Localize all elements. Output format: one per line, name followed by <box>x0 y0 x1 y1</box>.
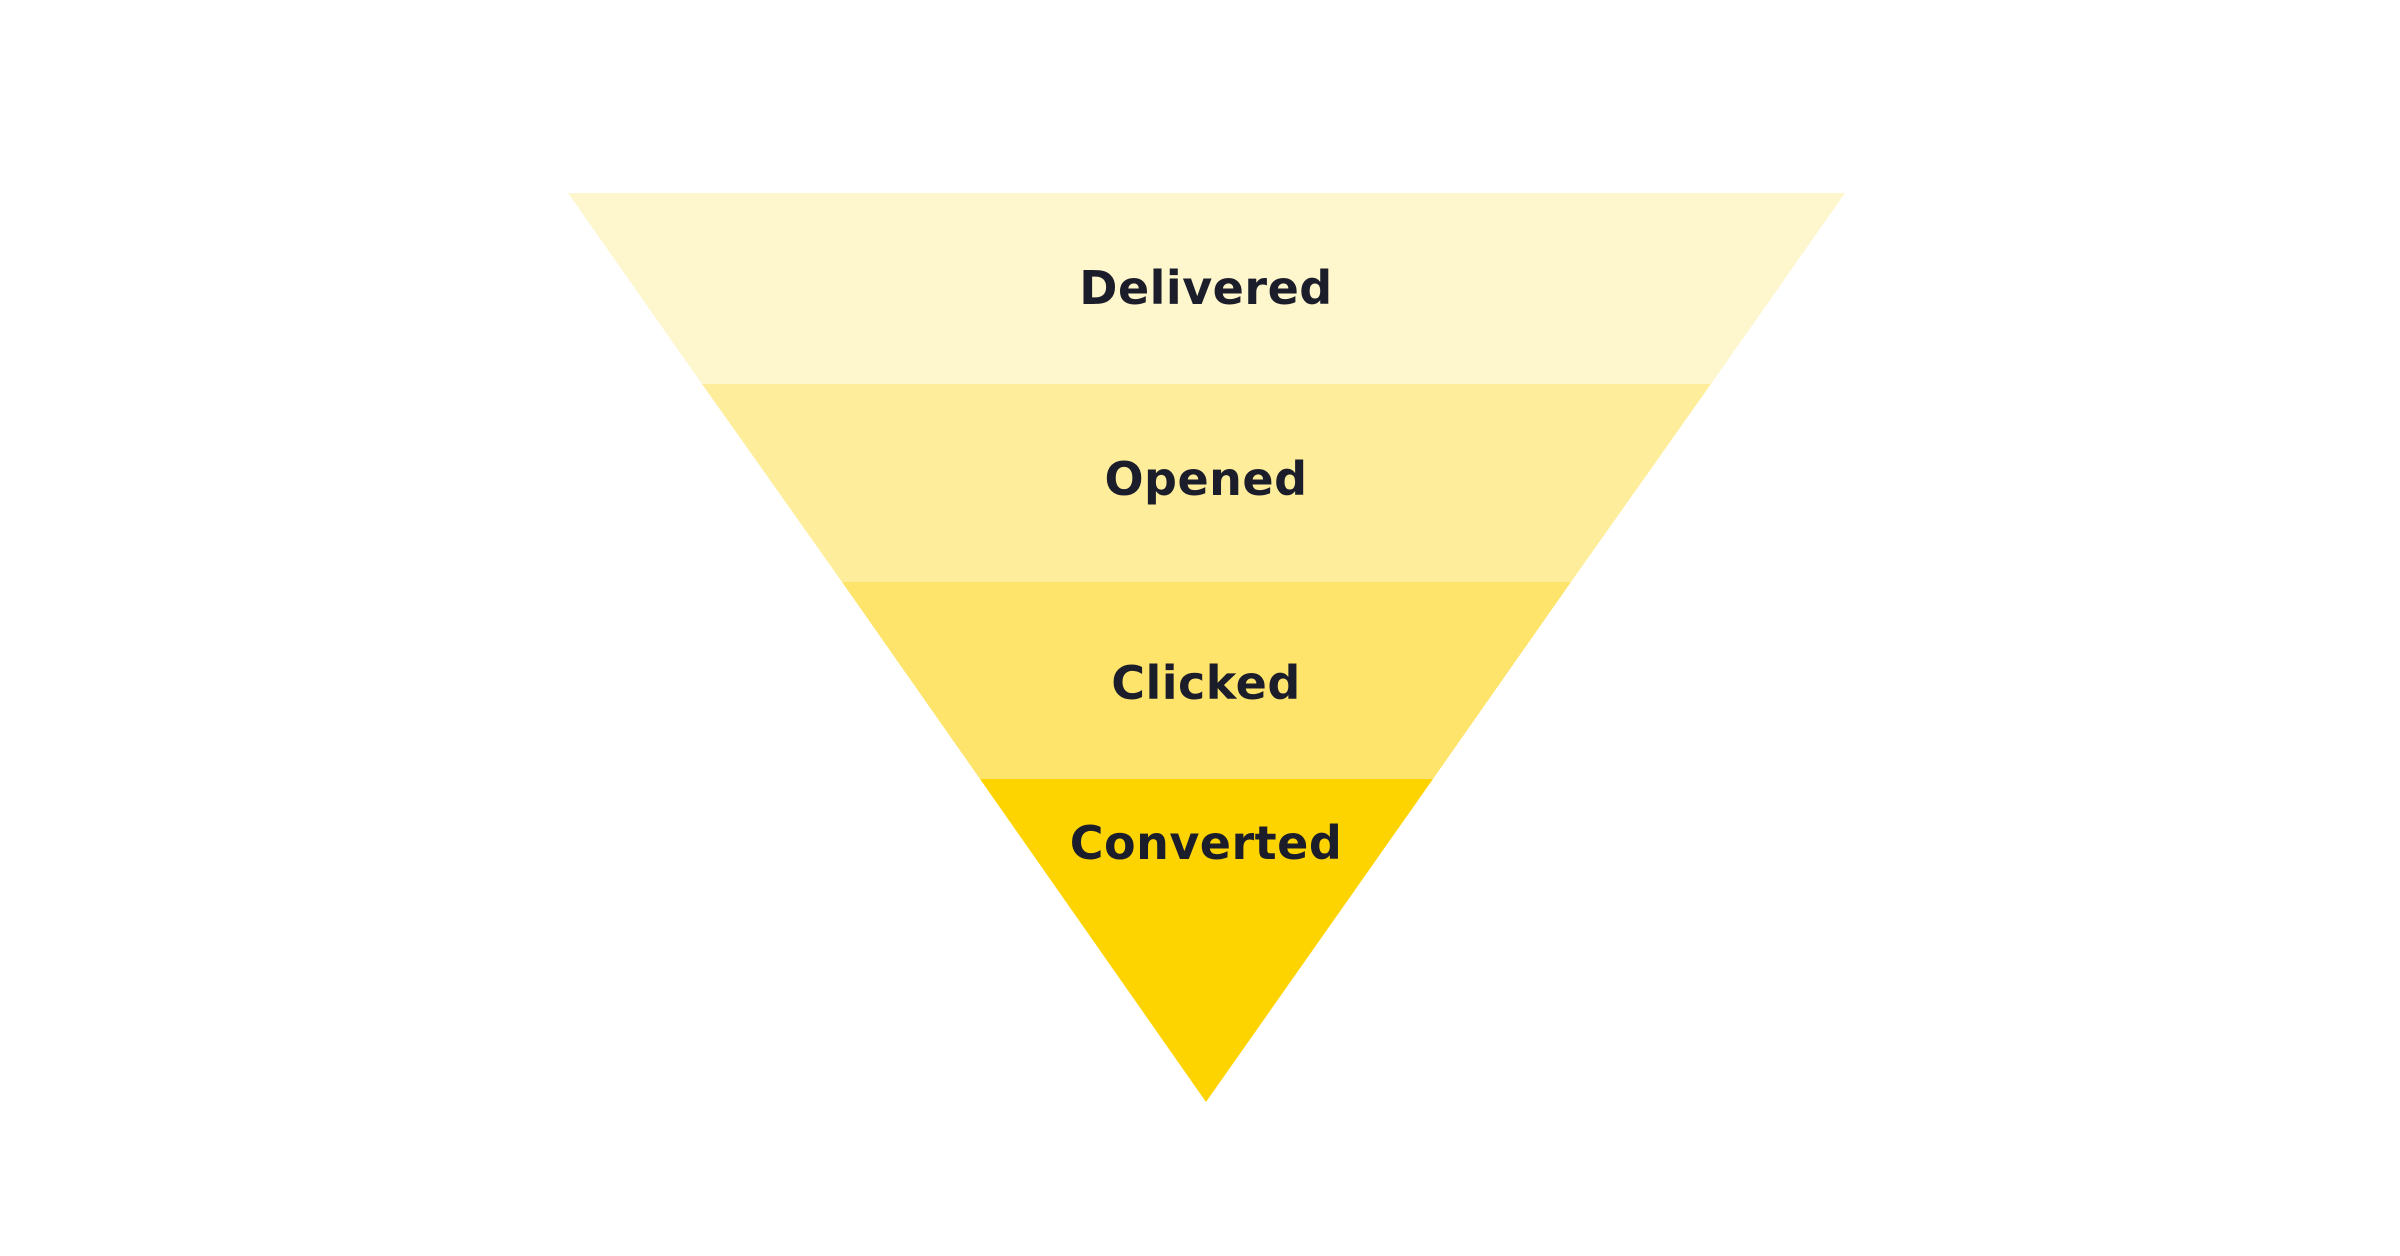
funnel-label-delivered: Delivered <box>1079 261 1332 315</box>
funnel-stage-clicked: Clicked <box>842 582 1571 779</box>
funnel-band-delivered <box>568 193 1845 384</box>
funnel-band-opened <box>702 384 1711 582</box>
funnel-band-converted <box>980 779 1433 1102</box>
funnel-stage-opened: Opened <box>702 384 1711 582</box>
funnel-label-clicked: Clicked <box>1111 656 1301 710</box>
funnel-label-opened: Opened <box>1104 452 1307 506</box>
funnel-stage-converted: Converted <box>980 779 1433 1102</box>
funnel-stage-delivered: Delivered <box>568 193 1845 384</box>
funnel-band-clicked <box>842 582 1571 779</box>
funnel-label-converted: Converted <box>1070 816 1343 870</box>
